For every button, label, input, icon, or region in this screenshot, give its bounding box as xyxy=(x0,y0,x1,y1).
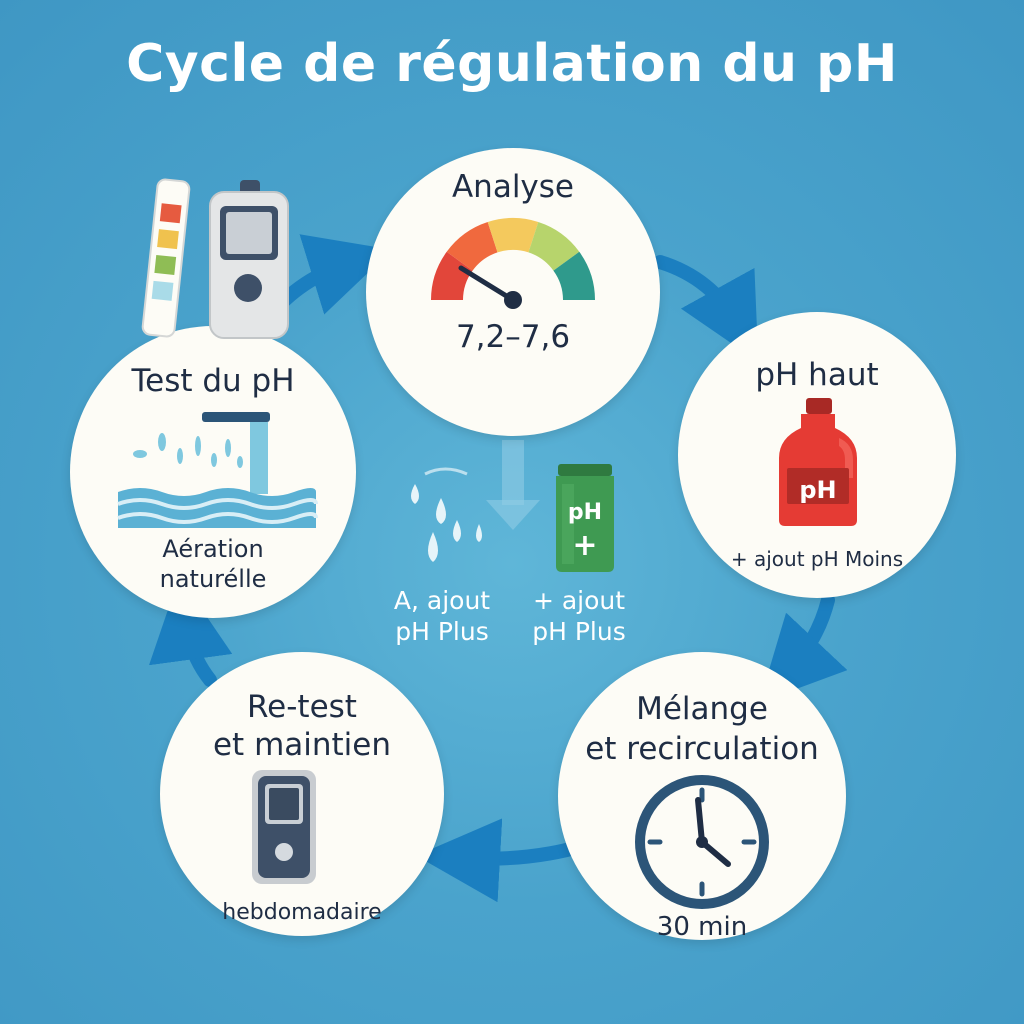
page-title: Cycle de régulation du pH xyxy=(126,34,898,94)
ph-meter-icon xyxy=(252,770,316,884)
gauge-icon xyxy=(431,217,595,309)
arrow-melange-to-retest xyxy=(416,818,592,903)
clock-icon xyxy=(635,775,769,909)
droplets-icon xyxy=(411,467,482,562)
node-test xyxy=(70,326,356,618)
center-left-line1: A, ajout xyxy=(393,586,491,615)
melange-title-line2: et recirculation xyxy=(585,731,819,767)
ph-haut-bottle-label: pH xyxy=(799,476,837,504)
digital-ph-meter-icon xyxy=(209,180,289,339)
bag-label: pH xyxy=(567,500,603,525)
ph-haut-action: + ajout pH Moins xyxy=(730,547,904,571)
melange-title-line1: Mélange xyxy=(636,691,768,727)
ph-haut-title: pH haut xyxy=(755,357,879,393)
test-caption-line1: Aération xyxy=(162,535,264,563)
melange-duration: 30 min xyxy=(656,912,748,942)
test-title: Test du pH xyxy=(131,363,295,399)
bag-plus-symbol: + xyxy=(572,528,598,563)
center-right-line1: + ajout xyxy=(532,586,626,615)
retest-frequency: hebdomadaire xyxy=(222,900,382,925)
test-caption-line2: naturélle xyxy=(159,565,267,593)
center-right-line2: pH Plus xyxy=(532,617,626,646)
bottle-icon xyxy=(779,398,857,526)
test-strip-icon xyxy=(141,178,191,338)
arrow-retest-to-test xyxy=(149,576,233,687)
retest-title-line1: Re-test xyxy=(247,689,357,725)
analyse-range: 7,2–7,6 xyxy=(455,319,571,355)
aeration-icon xyxy=(117,412,318,528)
arrow-center-down-head xyxy=(486,500,540,530)
ph-plus-bag-icon xyxy=(556,464,614,572)
arrow-phhaut-to-melange xyxy=(759,593,848,703)
center-left-line2: pH Plus xyxy=(395,617,489,646)
arrow-analyse-to-phhaut xyxy=(653,255,759,362)
retest-title-line2: et maintien xyxy=(212,727,392,763)
analyse-title: Analyse xyxy=(451,169,575,205)
